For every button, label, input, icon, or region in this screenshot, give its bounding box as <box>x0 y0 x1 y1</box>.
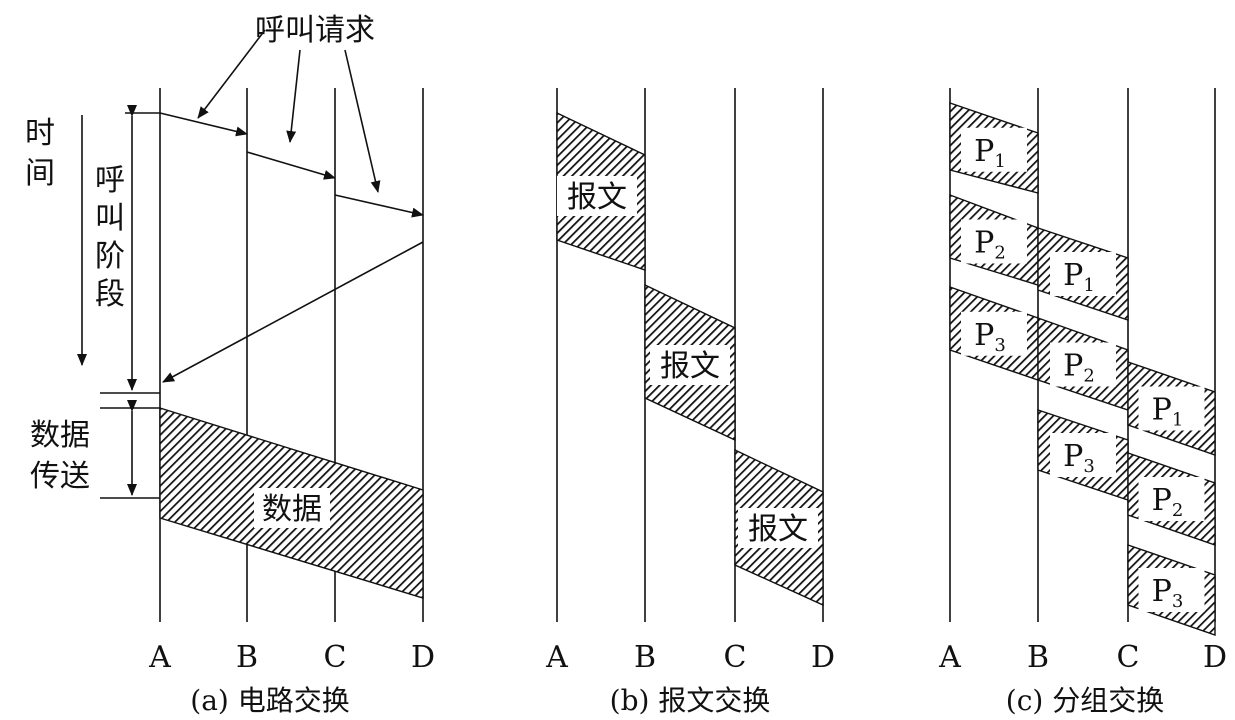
call-request-bc <box>246 151 336 180</box>
node-label-A: A <box>545 640 568 675</box>
data-label: 数据 <box>262 492 322 527</box>
message-label-cd-bg <box>738 508 818 548</box>
call-phase-label-4: 段 <box>95 277 125 312</box>
node-label-D: D <box>411 640 435 675</box>
pointer-1 <box>197 29 266 119</box>
call-request-ab <box>159 112 248 137</box>
call-accept <box>162 241 424 383</box>
packet-label-P2-bg <box>1050 342 1116 387</box>
message-label-bc-bg <box>650 345 730 385</box>
pointer-3 <box>344 49 381 193</box>
packet-label-P2: P2 <box>1152 483 1184 521</box>
node-label-A: A <box>148 640 171 675</box>
node-label-B: B <box>236 640 258 675</box>
packet-label-P1-bg <box>961 127 1027 172</box>
message-label-cd: 报文 <box>748 512 808 547</box>
node-label-C: C <box>324 640 347 675</box>
node-label-D: D <box>811 640 835 675</box>
message-label-bc: 报文 <box>660 349 720 384</box>
caption-a: (a) 电路交换 <box>190 684 349 717</box>
packet-label-P1-bg <box>1050 252 1116 296</box>
packet-label-P3: P3 <box>974 318 1006 356</box>
node-label-B: B <box>1027 640 1049 675</box>
packet-label-P2-bg <box>961 219 1027 264</box>
caption-c: (c) 分组交换 <box>1006 684 1164 717</box>
call-request-cd <box>334 194 424 218</box>
packet-label-P2-bg <box>1138 477 1205 521</box>
node-label-B: B <box>634 640 656 675</box>
node-label-A: A <box>938 640 961 675</box>
call-phase-label-3: 阶 <box>95 239 125 274</box>
packet-label-P1-bg <box>1138 386 1205 431</box>
packet-label-P2: P2 <box>974 226 1006 264</box>
node-label-C: C <box>724 640 747 675</box>
message-label-ab: 报文 <box>567 180 627 215</box>
message-label-ab-bg <box>557 176 637 216</box>
data-transfer-label-1: 数据 <box>30 418 90 453</box>
packet-label-P1: P1 <box>974 134 1006 172</box>
data-transfer-label-2: 传送 <box>30 459 90 494</box>
pointer-2 <box>286 49 301 143</box>
node-label-C: C <box>1117 640 1140 675</box>
packet-label-P3-bg <box>961 311 1027 356</box>
data-label-bg <box>254 488 330 528</box>
node-label-D: D <box>1203 640 1227 675</box>
call-phase-label-2: 叫 <box>95 201 125 236</box>
time-label-1: 时 <box>25 116 55 151</box>
packet-label-P3: P3 <box>1152 574 1184 612</box>
call-phase-label-1: 呼 <box>95 163 125 198</box>
packet-label-P3-bg <box>1138 568 1205 612</box>
packet-label-P2: P2 <box>1063 349 1095 387</box>
packet-label-P1: P1 <box>1152 393 1184 431</box>
call-request-label: 呼叫请求 <box>255 13 375 48</box>
packet-label-P3-bg <box>1050 433 1116 477</box>
caption-b: (b) 报文交换 <box>610 684 771 717</box>
time-label-2: 间 <box>25 156 55 191</box>
packet-label-P3: P3 <box>1063 439 1095 477</box>
packet-label-P1: P1 <box>1063 258 1095 296</box>
